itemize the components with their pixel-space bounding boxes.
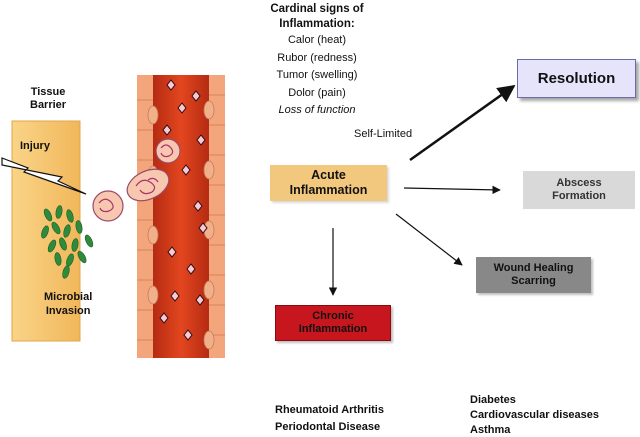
microbes-cluster [41,205,94,279]
microbial-invasion-label: Microbial Invasion [44,291,93,317]
tissue-barrier-label: Tissue Barrier [30,86,67,111]
cardinal-signs-block: Cardinal signs of Inflammation: Calor (h… [262,2,372,120]
other-disease-list: Diabetes Cardiovascular diseases Asthma [470,393,599,437]
wound-healing-box: Wound Healing Scarring [476,257,591,293]
cardinal-sign-item: Dolor (pain) [288,86,346,99]
disease-item: Asthma [470,424,511,436]
cardinal-sign-loss-of-function: Loss of function [278,104,356,116]
cardinal-sign-item: Calor (heat) [287,34,347,46]
injury-label: Injury [20,140,50,152]
disease-item: Cardiovascular diseases [470,409,600,421]
leukocytes [92,138,181,222]
arrow-to-wound-healing [395,213,463,266]
cardinal-sign-item: Rubor (redness) [277,51,357,64]
acute-inflammation-box: Acute Inflammation [270,165,387,201]
blood-cells [159,79,208,341]
injury-lightning-icon [1,157,87,195]
disease-item: Diabetes [470,394,516,406]
resolution-box: Resolution [517,59,636,98]
arrow-to-resolution [409,84,516,162]
blood-vessel [137,75,225,358]
abscess-formation-box: Abscess Formation [523,171,635,209]
self-limited-label: Self-Limited [354,128,413,140]
cardinal-signs-title: Cardinal signs of Inflammation: [270,3,364,30]
cardinal-sign-item: Tumor (swelling) [276,69,358,81]
chronic-inflammation-box: Chronic Inflammation [275,305,391,341]
chronic-disease-list: Rheumatoid Arthritis Periodontal Disease [275,402,384,436]
arrow-to-abscess [403,185,501,195]
disease-item: Rheumatoid Arthritis [275,404,384,416]
disease-item: Periodontal Disease [275,421,381,433]
